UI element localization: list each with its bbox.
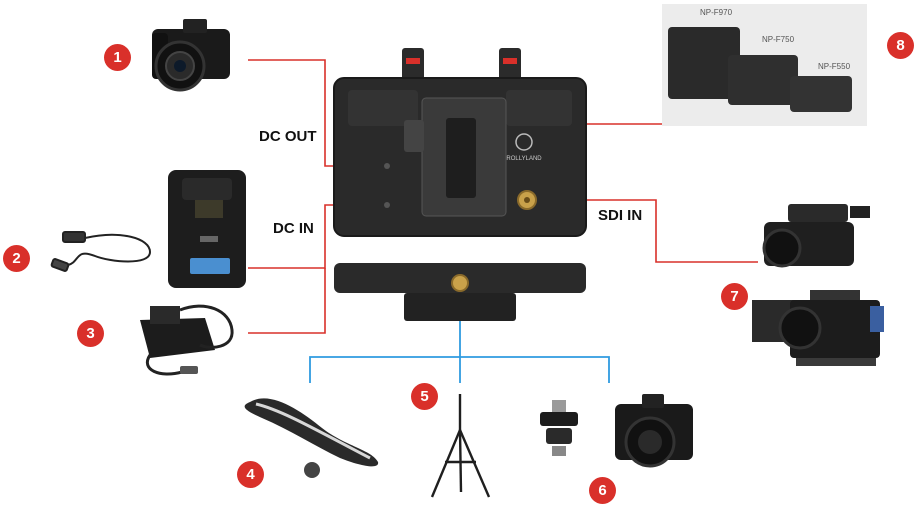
battery-label-small: NP-F550 bbox=[818, 62, 851, 71]
line-sdi-cameras bbox=[527, 199, 758, 263]
ac-adapter-icon bbox=[140, 304, 234, 376]
badge-4: 4 bbox=[237, 461, 264, 488]
camcorder-icon bbox=[762, 204, 870, 268]
battery-label-medium: NP-F750 bbox=[762, 35, 795, 44]
dtap-cable-icon bbox=[50, 231, 152, 272]
camera-strap-icon bbox=[244, 398, 379, 478]
badge-7: 7 bbox=[721, 283, 748, 310]
badge-8: 8 bbox=[887, 32, 914, 59]
mirrorless-camera-icon bbox=[152, 19, 230, 92]
line-mount-bracket bbox=[309, 356, 610, 383]
line-adapter-dc-in bbox=[248, 268, 326, 334]
npf-batteries-panel bbox=[662, 4, 867, 126]
badge-3: 3 bbox=[77, 320, 104, 347]
hot-shoe-mount-icon bbox=[540, 400, 578, 456]
cinema-camera-icon bbox=[752, 290, 884, 366]
badge-6: 6 bbox=[589, 477, 616, 504]
badge-2: 2 bbox=[3, 245, 30, 272]
badge-1: 1 bbox=[104, 44, 131, 71]
mirrorless-camera-2-icon bbox=[615, 394, 693, 468]
dc-out-label: DC OUT bbox=[259, 128, 317, 145]
monitor-bottom-view bbox=[334, 263, 586, 321]
battery-label-large: NP-F970 bbox=[700, 8, 733, 17]
dc-in-label: DC IN bbox=[273, 220, 314, 237]
monitor-back-view bbox=[333, 48, 587, 237]
sdi-in-label: SDI IN bbox=[598, 207, 643, 224]
monitor-brand-text: ROLLYLAND bbox=[506, 156, 542, 162]
badge-5: 5 bbox=[411, 383, 438, 410]
vmount-battery-icon bbox=[168, 170, 246, 288]
tripod-icon bbox=[430, 394, 491, 498]
